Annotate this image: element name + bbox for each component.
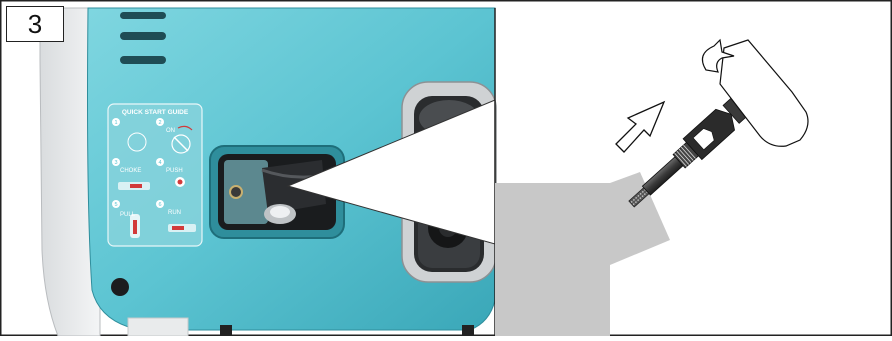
- qsg-label-push: PUSH: [166, 168, 183, 174]
- quick-start-title: QUICK START GUIDE: [122, 109, 189, 116]
- generator-foot-slot: [220, 325, 232, 336]
- qsg-step-2: 2: [158, 120, 161, 126]
- ground-terminal: [111, 278, 129, 296]
- callout-grey-block: [495, 183, 610, 336]
- generator-foot-left: [128, 318, 188, 336]
- qsg-step-1: 1: [114, 120, 117, 126]
- qsg-step-3: 3: [114, 160, 117, 166]
- qsg-label-run: RUN: [168, 210, 181, 216]
- qsg-step-5: 5: [114, 202, 117, 208]
- qsg-step-4: 4: [158, 160, 161, 166]
- qsg-label-on: ON: [166, 128, 175, 134]
- qsg-step-6: 6: [158, 202, 161, 208]
- qsg-label-choke: CHOKE: [120, 168, 141, 174]
- step-number: 3: [28, 9, 42, 40]
- quick-start-guide: QUICK START GUIDE 1 2 3 4 5 6 ON CHOKE P…: [108, 104, 202, 246]
- generator-foot-slot-right: [462, 325, 474, 336]
- step-number-badge: 3: [6, 6, 64, 42]
